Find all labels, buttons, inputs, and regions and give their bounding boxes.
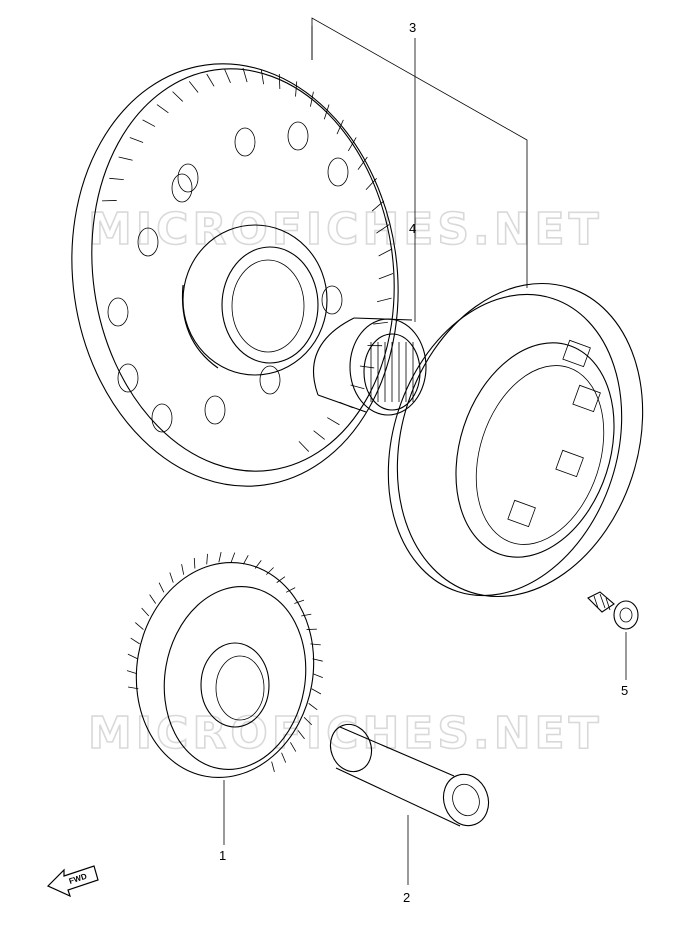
gear-teeth <box>102 67 394 452</box>
callout-2: 2 <box>403 890 410 905</box>
watermark-top: MICROFICHES.NET <box>88 204 603 255</box>
starter-clutch-ring <box>387 282 644 598</box>
watermark-bottom: MICROFICHES.NET <box>88 708 603 759</box>
needle-bearing <box>312 317 427 416</box>
idle-gear-shaft <box>329 723 490 827</box>
callout-3: 3 <box>409 20 416 35</box>
callout-4: 4 <box>409 221 416 236</box>
starter-idle-gear <box>126 552 323 779</box>
starter-driven-gear <box>71 63 399 487</box>
callout-5: 5 <box>621 683 628 698</box>
idle-gear-teeth <box>126 552 323 773</box>
gear-lightening-holes <box>107 121 349 433</box>
bearing-needles <box>370 342 414 402</box>
callout-1: 1 <box>219 848 226 863</box>
forward-direction-badge: FWD <box>46 865 99 898</box>
fwd-arrow-icon <box>46 865 99 898</box>
clutch-rollers <box>507 339 601 528</box>
leader-lines <box>223 17 627 885</box>
bolt <box>587 591 639 630</box>
